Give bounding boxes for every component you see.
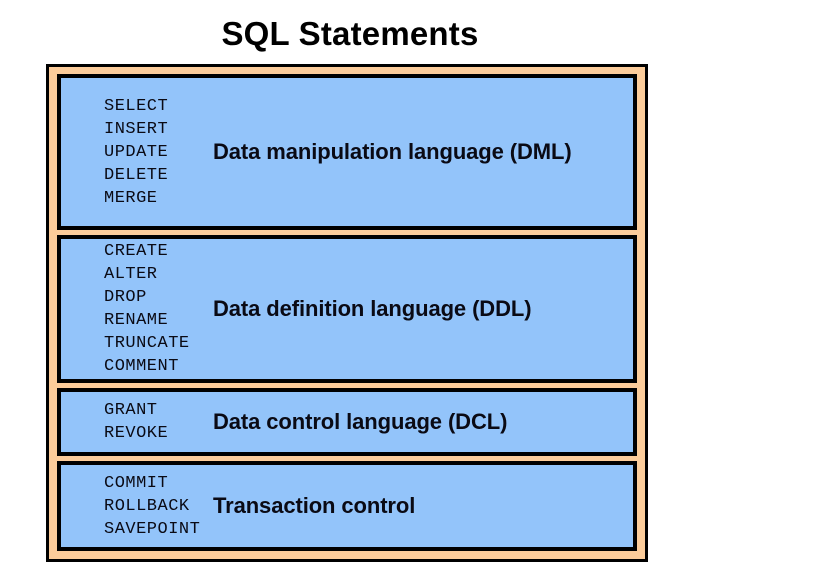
keyword-item: GRANT <box>104 401 158 420</box>
keyword-item: MERGE <box>104 188 158 208</box>
keyword-list-dcl: GRANT REVOKE <box>61 399 211 445</box>
category-block-dcl: GRANT REVOKE Data control language (DCL) <box>57 388 637 456</box>
category-block-dml: SELECT INSERT UPDATE DELETE MERGE Data m… <box>57 74 637 230</box>
keyword-list-transaction-control: COMMIT ROLLBACK SAVEPOINT <box>61 472 211 541</box>
keyword-item: ALTER <box>104 265 158 284</box>
sql-statements-diagram: SELECT INSERT UPDATE DELETE MERGE Data m… <box>46 64 648 562</box>
category-block-ddl: CREATE ALTER DROP RENAME TRUNCATE COMMEN… <box>57 235 637 383</box>
category-label-ddl: Data definition language (DDL) <box>213 296 532 321</box>
keyword-list-dml: SELECT INSERT UPDATE DELETE MERGE <box>61 95 211 210</box>
keyword-list-ddl: CREATE ALTER DROP RENAME TRUNCATE COMMEN… <box>61 240 211 378</box>
page-title: SQL Statements <box>221 15 479 52</box>
keyword-item: REVOKE <box>104 424 169 443</box>
keyword-item: SAVEPOINT <box>104 519 201 539</box>
keyword-item: UPDATE <box>104 142 169 162</box>
keyword-item: ROLLBACK <box>104 496 190 516</box>
keyword-item: SELECT <box>104 96 169 116</box>
keyword-item: RENAME <box>104 311 169 330</box>
category-label-dml: Data manipulation language (DML) <box>213 139 572 164</box>
keyword-item: DELETE <box>104 165 169 185</box>
category-label-dcl: Data control language (DCL) <box>213 409 508 434</box>
keyword-item: COMMIT <box>104 473 169 493</box>
keyword-item: TRUNCATE <box>104 334 190 353</box>
keyword-item: INSERT <box>104 119 169 139</box>
keyword-item: CREATE <box>104 242 169 261</box>
keyword-item: DROP <box>104 288 147 307</box>
category-label-transaction-control: Transaction control <box>213 493 416 518</box>
keyword-item: COMMENT <box>104 357 179 376</box>
category-block-transaction-control: COMMIT ROLLBACK SAVEPOINT Transaction co… <box>57 461 637 551</box>
